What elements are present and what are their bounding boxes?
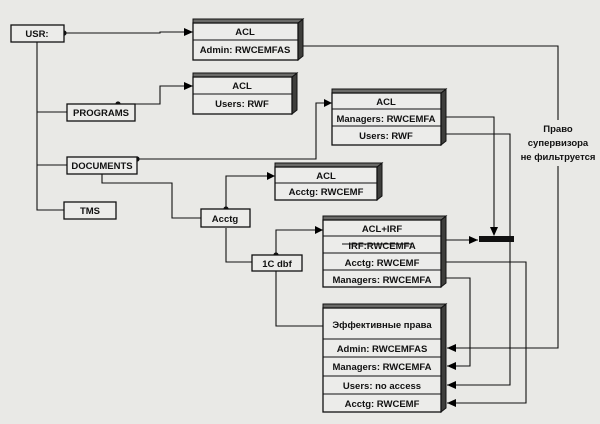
node-tms: TMS xyxy=(63,201,117,220)
node-tms-label: TMS xyxy=(80,206,100,217)
connector-acctg-acl xyxy=(225,175,275,209)
node-acctg-label: Acctg xyxy=(212,214,239,225)
acl-box-1c-dbf-row-managers: Managers: RWCEMFA xyxy=(332,275,431,286)
acl-box-1c-dbf-row-irf: IRF:RWCEMFA xyxy=(348,241,416,252)
supervisor-note: Право супервизора не фильтруется xyxy=(520,120,596,166)
acl-box-documents-title: ACL xyxy=(376,97,396,108)
arrow-eff-users xyxy=(447,381,456,389)
supervisor-note-line-1: Право xyxy=(543,124,573,135)
effective-rights-row-acctg: Acctg: RWCEMF xyxy=(345,399,420,410)
effective-rights-row-admin: Admin: RWCEMFAS xyxy=(337,344,428,355)
arrow-eff-managers xyxy=(447,362,456,370)
arrow-acl2 xyxy=(184,82,193,90)
connector-acctg-dbf xyxy=(225,228,252,263)
connector-admin-supervisor xyxy=(298,45,559,349)
arrow-acl1 xyxy=(184,28,193,36)
acl-box-programs-title: ACL xyxy=(232,81,252,92)
acl-box-acctg-row-acctg: Acctg: RWCEMF xyxy=(289,187,364,198)
connector-managers-filter xyxy=(441,116,495,235)
connector-programs-acl xyxy=(118,85,193,105)
node-programs-label: PROGRAMS xyxy=(73,108,129,119)
acl-box-programs: ACL Users: RWF xyxy=(192,71,299,116)
acl-box-documents-row-users: Users: RWF xyxy=(359,131,413,142)
connector-documents-acctg xyxy=(101,173,201,219)
acl-box-usr-title: ACL xyxy=(235,27,255,38)
effective-rights-title: Эффективные права xyxy=(332,320,432,331)
acl-box-documents: ACL Managers: RWCEMFA Users: RWF xyxy=(331,87,448,147)
node-usr: USR: xyxy=(10,24,65,43)
supervisor-note-line-2: супервизора xyxy=(528,138,589,149)
supervisor-note-line-3: не фильтруется xyxy=(521,152,596,163)
acl-box-1c-dbf: ACL+IRF IRF:RWCEMFA Acctg: RWCEMF Manage… xyxy=(322,214,448,289)
acl-box-programs-row-users: Users: RWF xyxy=(215,99,269,110)
node-documents: DOCUMENTS xyxy=(66,156,138,175)
arrow-acl3 xyxy=(324,99,332,107)
connector-dbf-acl xyxy=(275,229,323,255)
arrow-filter-down xyxy=(490,227,498,236)
acl-box-acctg-title: ACL xyxy=(316,171,336,182)
acl-box-acctg: ACL Acctg: RWCEMF xyxy=(274,161,384,202)
connector-usr-acl xyxy=(64,31,193,34)
arrow-eff-admin xyxy=(447,344,456,352)
acl-box-1c-dbf-title: ACL+IRF xyxy=(362,224,403,235)
filter-bar xyxy=(479,236,514,242)
arrowheads xyxy=(184,28,498,407)
connectors xyxy=(36,31,559,404)
node-documents-label: DOCUMENTS xyxy=(71,161,132,172)
node-acctg: Acctg xyxy=(200,208,251,228)
node-1c-dbf-label: 1C dbf xyxy=(262,259,292,270)
acl-box-usr-row-admin: Admin: RWCEMFAS xyxy=(200,45,291,56)
connector-users-down xyxy=(441,133,511,386)
arrow-filter-left xyxy=(469,236,478,244)
effective-rights-row-users: Users: no access xyxy=(343,381,421,392)
effective-rights-row-managers: Managers: RWCEMFA xyxy=(332,362,431,373)
arrow-acl5 xyxy=(315,226,323,234)
node-programs: PROGRAMS xyxy=(66,103,136,122)
connector-acctg-effective xyxy=(441,261,527,404)
arrow-acl4 xyxy=(267,172,275,180)
connector-dbf-effective xyxy=(275,271,323,327)
acl-box-1c-dbf-row-acctg: Acctg: RWCEMF xyxy=(345,258,420,269)
connector-managers-effective xyxy=(441,277,471,367)
arrow-eff-acctg xyxy=(447,399,456,407)
effective-rights-box: Эффективные права Admin: RWCEMFAS Manage… xyxy=(322,302,448,414)
node-usr-label: USR: xyxy=(25,29,48,40)
connector-usr-trunk xyxy=(36,42,64,211)
acl-box-usr: ACL Admin: RWCEMFAS xyxy=(192,17,305,62)
acl-box-documents-row-managers: Managers: RWCEMFA xyxy=(336,114,435,125)
node-1c-dbf: 1C dbf xyxy=(251,254,303,272)
